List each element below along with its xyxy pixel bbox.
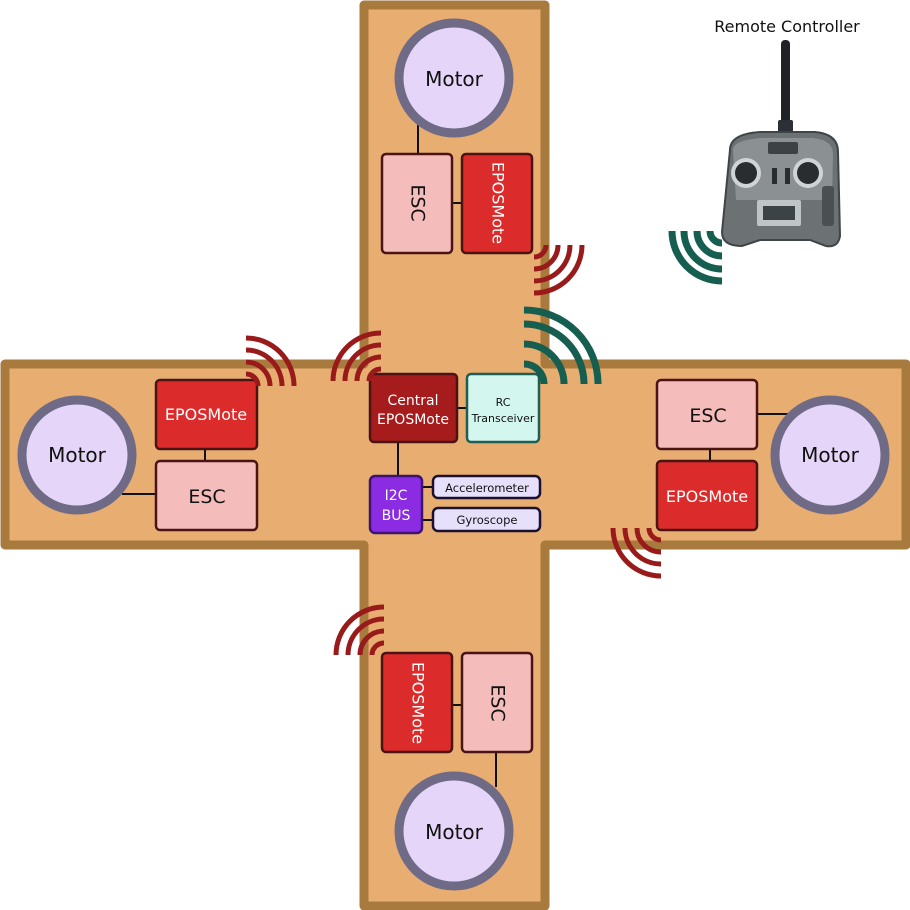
i2c-bus: I2C BUS — [368, 474, 424, 535]
eposmote-left: EPOSMote — [154, 378, 259, 451]
esc-left-label: ESC — [188, 486, 225, 508]
accelerometer-sensor: Accelerometer — [431, 474, 542, 500]
motor-right: Motor — [770, 395, 890, 515]
motor-top: Motor — [394, 18, 514, 138]
signal-icon-remote — [668, 230, 723, 285]
eposmote-right: EPOSMote — [655, 459, 759, 532]
motor-left-label: Motor — [48, 443, 107, 467]
esc-left: ESC — [154, 459, 259, 532]
esc-bottom: ESC — [460, 651, 534, 754]
rc-label-line1: RC — [496, 396, 511, 409]
central-label-line2: EPOSMote — [377, 412, 449, 428]
signal-icon-right — [610, 527, 662, 579]
esc-top: ESC — [380, 152, 454, 255]
esc-top-label: ESC — [407, 184, 429, 221]
eposmote-left-label: EPOSMote — [165, 405, 247, 424]
signal-icon-bottom — [333, 604, 385, 656]
central-label-line1: Central — [388, 393, 439, 409]
eposmote-top: EPOSMote — [460, 152, 534, 255]
wireless-arcs-red — [245, 244, 662, 656]
eposmote-right-label: EPOSMote — [666, 487, 748, 506]
esc-bottom-label: ESC — [487, 684, 509, 721]
esc-right: ESC — [655, 378, 759, 451]
wireless-arcs-green — [523, 230, 723, 385]
gyroscope-label: Gyroscope — [457, 513, 518, 527]
connector-lines — [122, 125, 791, 787]
remote-controller-icon — [720, 40, 842, 248]
esc-right-label: ESC — [689, 405, 726, 427]
eposmote-top-label: EPOSMote — [489, 162, 508, 244]
eposmote-bottom: EPOSMote — [380, 651, 454, 754]
central-eposmote: Central EPOSMote — [368, 372, 459, 444]
eposmote-bottom-label: EPOSMote — [409, 662, 428, 744]
motor-bottom-label: Motor — [425, 820, 484, 844]
remote-controller-title: Remote Controller — [714, 17, 860, 36]
signal-icon-rc-transceiver — [523, 306, 602, 385]
motor-right-label: Motor — [801, 443, 860, 467]
signal-icon-top — [533, 244, 585, 296]
rc-label-line2: Transceiver — [471, 412, 535, 425]
accelerometer-label: Accelerometer — [445, 481, 529, 495]
rc-transceiver: RC Transceiver — [465, 372, 541, 444]
gyroscope-sensor: Gyroscope — [431, 506, 542, 533]
motor-left: Motor — [17, 395, 137, 515]
motor-bottom: Motor — [394, 771, 514, 891]
motor-top-label: Motor — [425, 67, 484, 91]
i2c-label-line2: BUS — [382, 508, 411, 524]
signal-icon-central — [330, 330, 382, 382]
i2c-label-line1: I2C — [385, 488, 408, 504]
signal-icon-left — [245, 335, 297, 387]
